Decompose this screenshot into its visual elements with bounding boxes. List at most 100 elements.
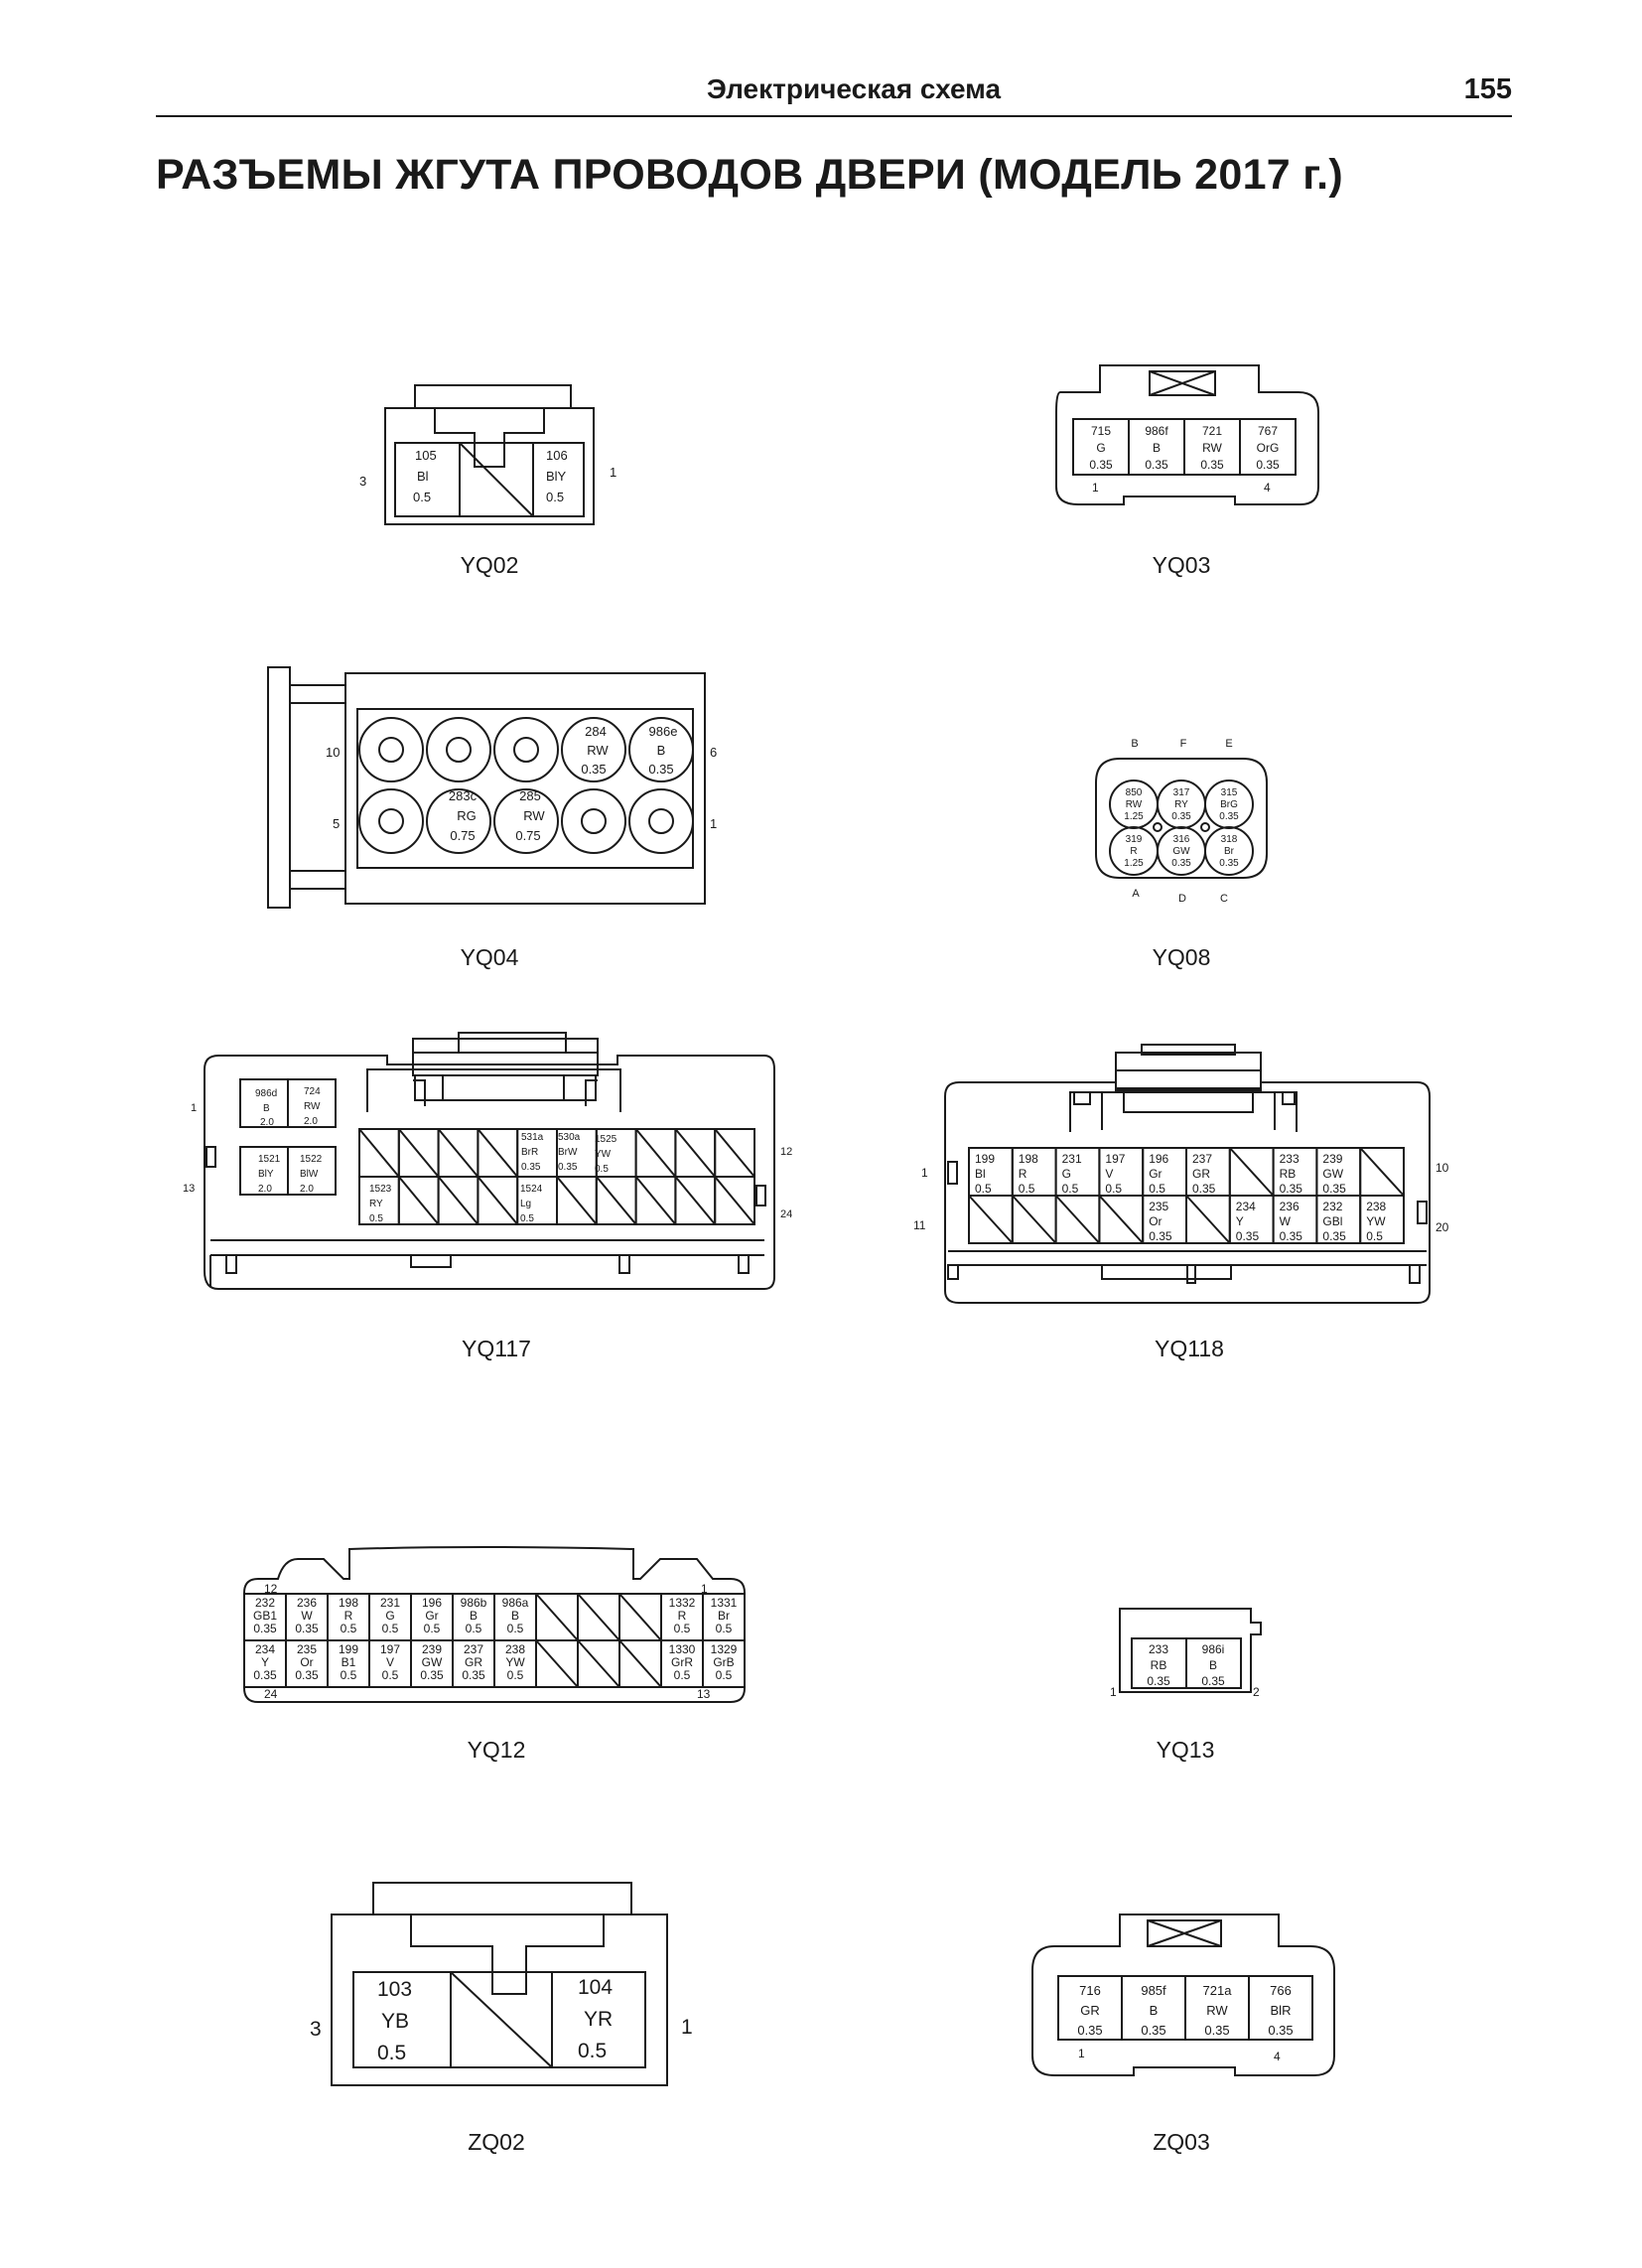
yq04-bottom-cell-2-line-2: RG [457, 808, 477, 823]
yq117-bottom-cell-3-unused-mark [437, 1176, 479, 1225]
zq03-pin-4: 4 [1274, 2050, 1281, 2063]
yq12-bottom-cell-2-line-2: Or [300, 1655, 313, 1669]
zq02-pin-1: 1 [681, 2016, 693, 2039]
yq118-bottom-cell-10-line-1: 238 [1366, 1200, 1386, 1213]
yq12-bottom-cell-11-line-2: GrR [671, 1655, 693, 1669]
yq03-cell-2-line-3: 0.35 [1145, 458, 1168, 472]
connector-yq02 [384, 384, 595, 525]
yq117-top-cell-6-line-1: 530a [558, 1132, 581, 1143]
yq118-bottom-cell-5-line-2: Or [1149, 1214, 1162, 1228]
yq117-top-cell-7-line-1: 1525 [595, 1134, 617, 1145]
yq117-left-cell-1-line-1: 986d [255, 1088, 277, 1099]
yq118-top-cell-3-line-1: 231 [1062, 1152, 1082, 1166]
yq117-top-cell-6-line-3: 0.35 [558, 1162, 578, 1173]
zq03-cell-1-line-3: 0.35 [1077, 2023, 1102, 2038]
yq12-bottom-cell-8-unused-mark [535, 1639, 579, 1688]
yq08-top-cell-3-line-2: BrG [1220, 799, 1238, 810]
yq12-bottom-cell-6-line-3: 0.35 [462, 1668, 485, 1682]
zq03-label: ZQ03 [1153, 2129, 1210, 2155]
yq117-bottom-cell-10-unused-mark [714, 1176, 755, 1225]
yq03-cell-4-line-3: 0.35 [1256, 458, 1280, 472]
yq12-top-cell-1-line-2: GB1 [253, 1609, 277, 1623]
yq12-label: YQ12 [468, 1737, 526, 1763]
zq03-cell-2-line-1: 985f [1141, 1983, 1166, 1998]
yq118-top-cell-7-unused-mark [1229, 1147, 1275, 1197]
zq03-cell-1-line-2: GR [1080, 2003, 1100, 2018]
yq03-pin-cells: 715 G 0.35 986f B 0.35 721 RW 0.35 767 O… [1089, 424, 1280, 472]
yq117-left-cell-2-line-1: 724 [304, 1086, 321, 1097]
yq118-top-cell-5-line-3: 0.5 [1149, 1182, 1165, 1196]
yq03-cell-4-line-2: OrG [1257, 441, 1280, 455]
yq03-cell-1-line-3: 0.35 [1089, 458, 1113, 472]
yq12-bottom-cell-9-unused-mark [577, 1639, 620, 1688]
yq12-bottom-cell-11-line-3: 0.5 [674, 1668, 691, 1682]
yq08-top-cell-1-line-2: RW [1126, 799, 1143, 810]
yq13-cell-1-line-3: 0.35 [1147, 1674, 1170, 1688]
yq03-pin-first: 1 [1092, 481, 1099, 495]
yq118-bottom-cell-6-unused-mark [1185, 1195, 1231, 1244]
zq03-cell-3-line-3: 0.35 [1204, 2023, 1229, 2038]
yq117-cell-grid [358, 1128, 756, 1225]
yq117-left-cell-4-line-3: 2.0 [300, 1184, 314, 1195]
yq12-top-cell-2-line-3: 0.35 [295, 1622, 319, 1635]
yq117-top-cell-3-unused-mark [437, 1128, 479, 1178]
yq117-top-cell-5-line-1: 531a [521, 1132, 544, 1143]
yq118-bottom-cell-2-unused-mark [1012, 1195, 1057, 1244]
yq117-pin-13: 13 [183, 1183, 195, 1195]
yq118-bottom-cell-5-line-3: 0.35 [1149, 1229, 1172, 1243]
yq04-bottom-cell-3-line-3: 0.75 [515, 828, 540, 843]
yq12-top-cell-4-line-1: 231 [380, 1596, 400, 1610]
yq04-top-cell-5-line-3: 0.35 [648, 762, 673, 777]
zq02-pin-cells: 103 YB 0.5 104 YR 0.5 [377, 1976, 613, 2064]
yq117-pin-cells: 986d B 2.0 724 RW 2.0 1521 BlY 2.0 1522 … [255, 1086, 617, 1224]
yq12-top-cell-11-line-3: 0.5 [674, 1622, 691, 1635]
yq117-bottom-cell-6-unused-mark [556, 1176, 598, 1225]
yq12-bottom-cell-6-line-1: 237 [464, 1642, 483, 1656]
yq118-top-cell-4-line-3: 0.5 [1105, 1182, 1122, 1196]
yq03-cell-4-line-1: 767 [1258, 424, 1278, 438]
yq08-top-cell-3-line-3: 0.35 [1219, 811, 1239, 822]
yq04-bottom-cell-3-line-2: RW [523, 808, 545, 823]
yq117-bottom-cell-5-line-1: 1524 [520, 1184, 543, 1195]
yq12-bottom-cell-1-line-1: 234 [255, 1642, 275, 1656]
yq12-bottom-cell-12 [702, 1639, 746, 1688]
yq12-pin-cells: 232GB10.35236W0.35198R0.5231G0.5196Gr0.5… [253, 1596, 738, 1682]
yq13-cell-2-line-2: B [1209, 1658, 1217, 1672]
yq117-left-cell-1-line-3: 2.0 [260, 1117, 274, 1128]
yq08-pin-cells: 850 RW 1.25 317 RY 0.35 315 BrG 0.35 319… [1124, 787, 1239, 869]
yq03-cell-3-line-3: 0.35 [1200, 458, 1224, 472]
yq12-top-cell-4-line-2: G [385, 1609, 394, 1623]
yq12-pin-13: 13 [697, 1687, 711, 1701]
yq04-pin-1: 1 [710, 816, 717, 831]
yq117-top-cell-1-unused-mark [358, 1128, 400, 1178]
yq04-bottom-cell-3-line-1: 285 [519, 788, 541, 803]
yq12-top-cell-2-line-1: 236 [297, 1596, 317, 1610]
yq08-top-cell-2-line-3: 0.35 [1171, 811, 1191, 822]
yq12-top-cell-12-line-2: Br [718, 1609, 730, 1623]
connector-yq13 [1119, 1608, 1262, 1693]
yq13-cell-1-line-1: 233 [1149, 1642, 1168, 1656]
yq12-bottom-cell-5-line-1: 239 [422, 1642, 442, 1656]
yq117-bottom-cell-10 [714, 1176, 756, 1225]
zq03-cell-4-line-1: 766 [1270, 1983, 1292, 1998]
yq117-bottom-cell-7-unused-mark [596, 1176, 637, 1225]
yq04-top-cell-4-line-1: 284 [585, 724, 607, 739]
yq117-left-cell-1-line-2: B [263, 1103, 270, 1114]
yq118-bottom-cell-3-unused-mark [1054, 1195, 1101, 1244]
yq117-pin-24: 24 [780, 1208, 792, 1220]
zq03-pin-cells: 716 GR 0.35 985f B 0.35 721a RW 0.35 766… [1077, 1983, 1293, 2038]
yq118-top-cell-8-line-3: 0.35 [1280, 1182, 1303, 1196]
yq08-top-cell-2-line-1: 317 [1173, 787, 1190, 798]
yq12-top-cell-3-line-3: 0.5 [341, 1622, 357, 1635]
yq12-bottom-cell-3-line-3: 0.5 [341, 1668, 357, 1682]
zq03-cell-2-line-3: 0.35 [1141, 2023, 1165, 2038]
yq04-pin-6: 6 [710, 745, 717, 760]
connector-yq08 [1095, 758, 1268, 879]
yq118-top-cell-5-line-1: 196 [1149, 1152, 1168, 1166]
yq08-bottom-cell-1-line-2: R [1130, 846, 1137, 857]
yq12-top-cell-3-line-1: 198 [339, 1596, 358, 1610]
yq08-pin-label-f: F [1180, 738, 1187, 750]
yq12-bottom-cell-5-line-3: 0.35 [420, 1668, 444, 1682]
yq12-bottom-cell-12-line-2: GrB [713, 1655, 734, 1669]
yq03-label: YQ03 [1153, 552, 1211, 578]
